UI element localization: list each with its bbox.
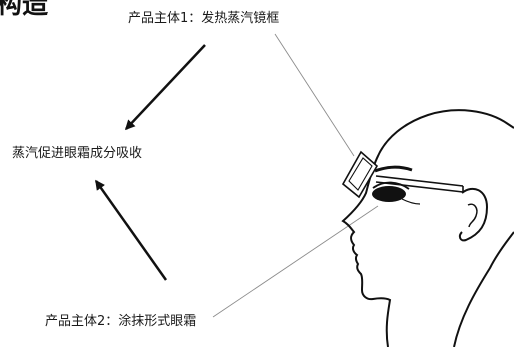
leader-line-product-1 xyxy=(274,33,355,157)
eye-crease xyxy=(401,198,421,205)
eyelid-line xyxy=(372,181,410,190)
leader-line-product-2 xyxy=(212,205,379,318)
neck-back-outline xyxy=(453,231,514,347)
head-outline xyxy=(341,109,514,347)
eye-cream-patch xyxy=(372,186,406,202)
steam-glasses xyxy=(341,150,464,199)
title-fragment: 构造 xyxy=(0,0,49,20)
eyebrow xyxy=(374,165,413,173)
glasses-temple-top xyxy=(375,175,464,187)
glasses-temple-bottom xyxy=(375,181,464,193)
glasses-lens-inner xyxy=(348,157,373,191)
ear-inner xyxy=(467,203,478,228)
ear-outline xyxy=(458,187,489,242)
arrow-from-product-2 xyxy=(94,179,168,281)
arrow-from-product-1 xyxy=(124,44,206,131)
label-product-2: 产品主体2：涂抹形式眼霜 xyxy=(45,314,197,329)
label-product-1: 产品主体1：发热蒸汽镜框 xyxy=(128,11,280,26)
label-steam-absorption: 蒸汽促进眼霜成分吸收 xyxy=(12,146,143,161)
